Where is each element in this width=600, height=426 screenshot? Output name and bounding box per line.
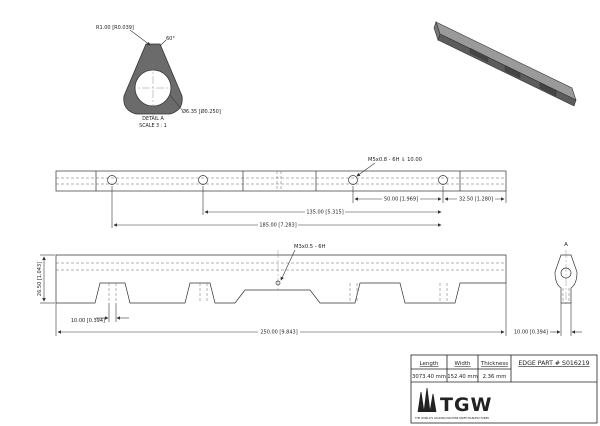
height-dim: 26.50 [1.043] xyxy=(37,262,43,296)
top-hole-callout: M5x0.8 - 6H ⇓ 10.00 xyxy=(368,157,422,163)
length-header: Length xyxy=(420,361,439,367)
thickness-value: 2.36 mm xyxy=(483,374,507,380)
detail-title: DETAIL A xyxy=(142,116,164,122)
isometric-view xyxy=(433,21,577,107)
detail-scale: SCALE 3 : 1 xyxy=(139,123,167,129)
logo-text: TGW xyxy=(440,394,493,416)
side-view-label: A xyxy=(564,242,568,248)
detail-angle-note: 60° xyxy=(166,36,175,42)
front-hole-callout: M3x0.5 - 6H xyxy=(294,244,326,250)
thickness-header: Thickness xyxy=(480,361,508,367)
dim-32: 32.50 [1.280] xyxy=(459,197,493,203)
side-view: A 10.00 [0.394] xyxy=(514,242,582,336)
front-view: M3x0.5 - 6H 26.50 [1.043] 10.00 [0.394] … xyxy=(37,244,507,336)
dim-10-front: 10.00 [0.394] xyxy=(71,318,105,324)
width-header: Width xyxy=(455,361,471,367)
detail-radius-note: R1.00 [R0.039] xyxy=(96,25,134,31)
title-block: Length Width Thickness 3073.40 mm 152.40… xyxy=(410,354,598,424)
logo-tagline: THE WORLD'S LEADING MACHINE KNIFE MANUFA… xyxy=(415,416,489,420)
length-value: 3073.40 mm xyxy=(412,374,446,380)
detail-hole-note: Ø6.35 [Ø0.250] xyxy=(182,108,221,115)
dim-50: 50.00 [1.969] xyxy=(384,197,418,203)
dim-250: 250.00 [9.843] xyxy=(260,330,297,336)
dim-135: 135.00 [5.315] xyxy=(306,210,343,216)
width-value: 152.40 mm xyxy=(447,374,478,380)
top-view: M5x0.8 - 6H ⇓ 10.00 50.00 [1.969] 32.50 … xyxy=(55,157,507,229)
part-number: EDGE PART # S016219 xyxy=(518,360,589,367)
tgw-logo: TGW THE WORLD'S LEADING MACHINE KNIFE MA… xyxy=(415,387,493,420)
flame-icon xyxy=(417,387,437,413)
detail-a-view: R1.00 [R0.039] 60° Ø6.35 [Ø0.250] DETAIL… xyxy=(96,25,221,129)
side-width-dim: 10.00 [0.394] xyxy=(514,330,548,336)
dim-185: 185.00 [7.283] xyxy=(259,223,296,229)
